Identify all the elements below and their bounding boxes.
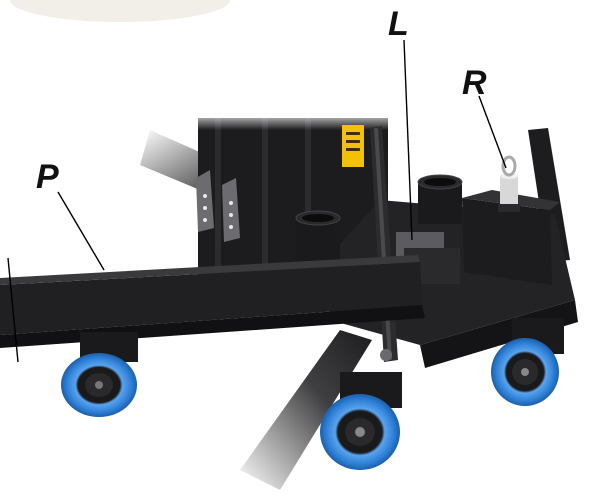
leader-line-r <box>478 95 507 169</box>
callout-label-r: R <box>462 64 487 102</box>
caster-wheel <box>491 318 564 406</box>
front-diagonal-leg <box>240 330 372 490</box>
warning-label <box>342 125 364 167</box>
callout-label-p: P <box>36 158 59 196</box>
leader-line-p <box>57 191 105 271</box>
caster-wheel <box>320 372 402 470</box>
housing-box <box>462 198 552 285</box>
caster-wheel <box>61 332 138 417</box>
rear-right-leg <box>528 128 570 262</box>
socket-tube <box>295 174 463 262</box>
front-leg <box>0 255 425 348</box>
background-blur <box>10 0 230 22</box>
callout-label-l: L <box>388 5 409 43</box>
release-pin <box>498 155 520 212</box>
leader-line-l <box>403 39 413 241</box>
leader-line-left <box>7 257 19 363</box>
notched-bracket <box>196 170 240 242</box>
motion-blur-patch <box>140 388 232 503</box>
